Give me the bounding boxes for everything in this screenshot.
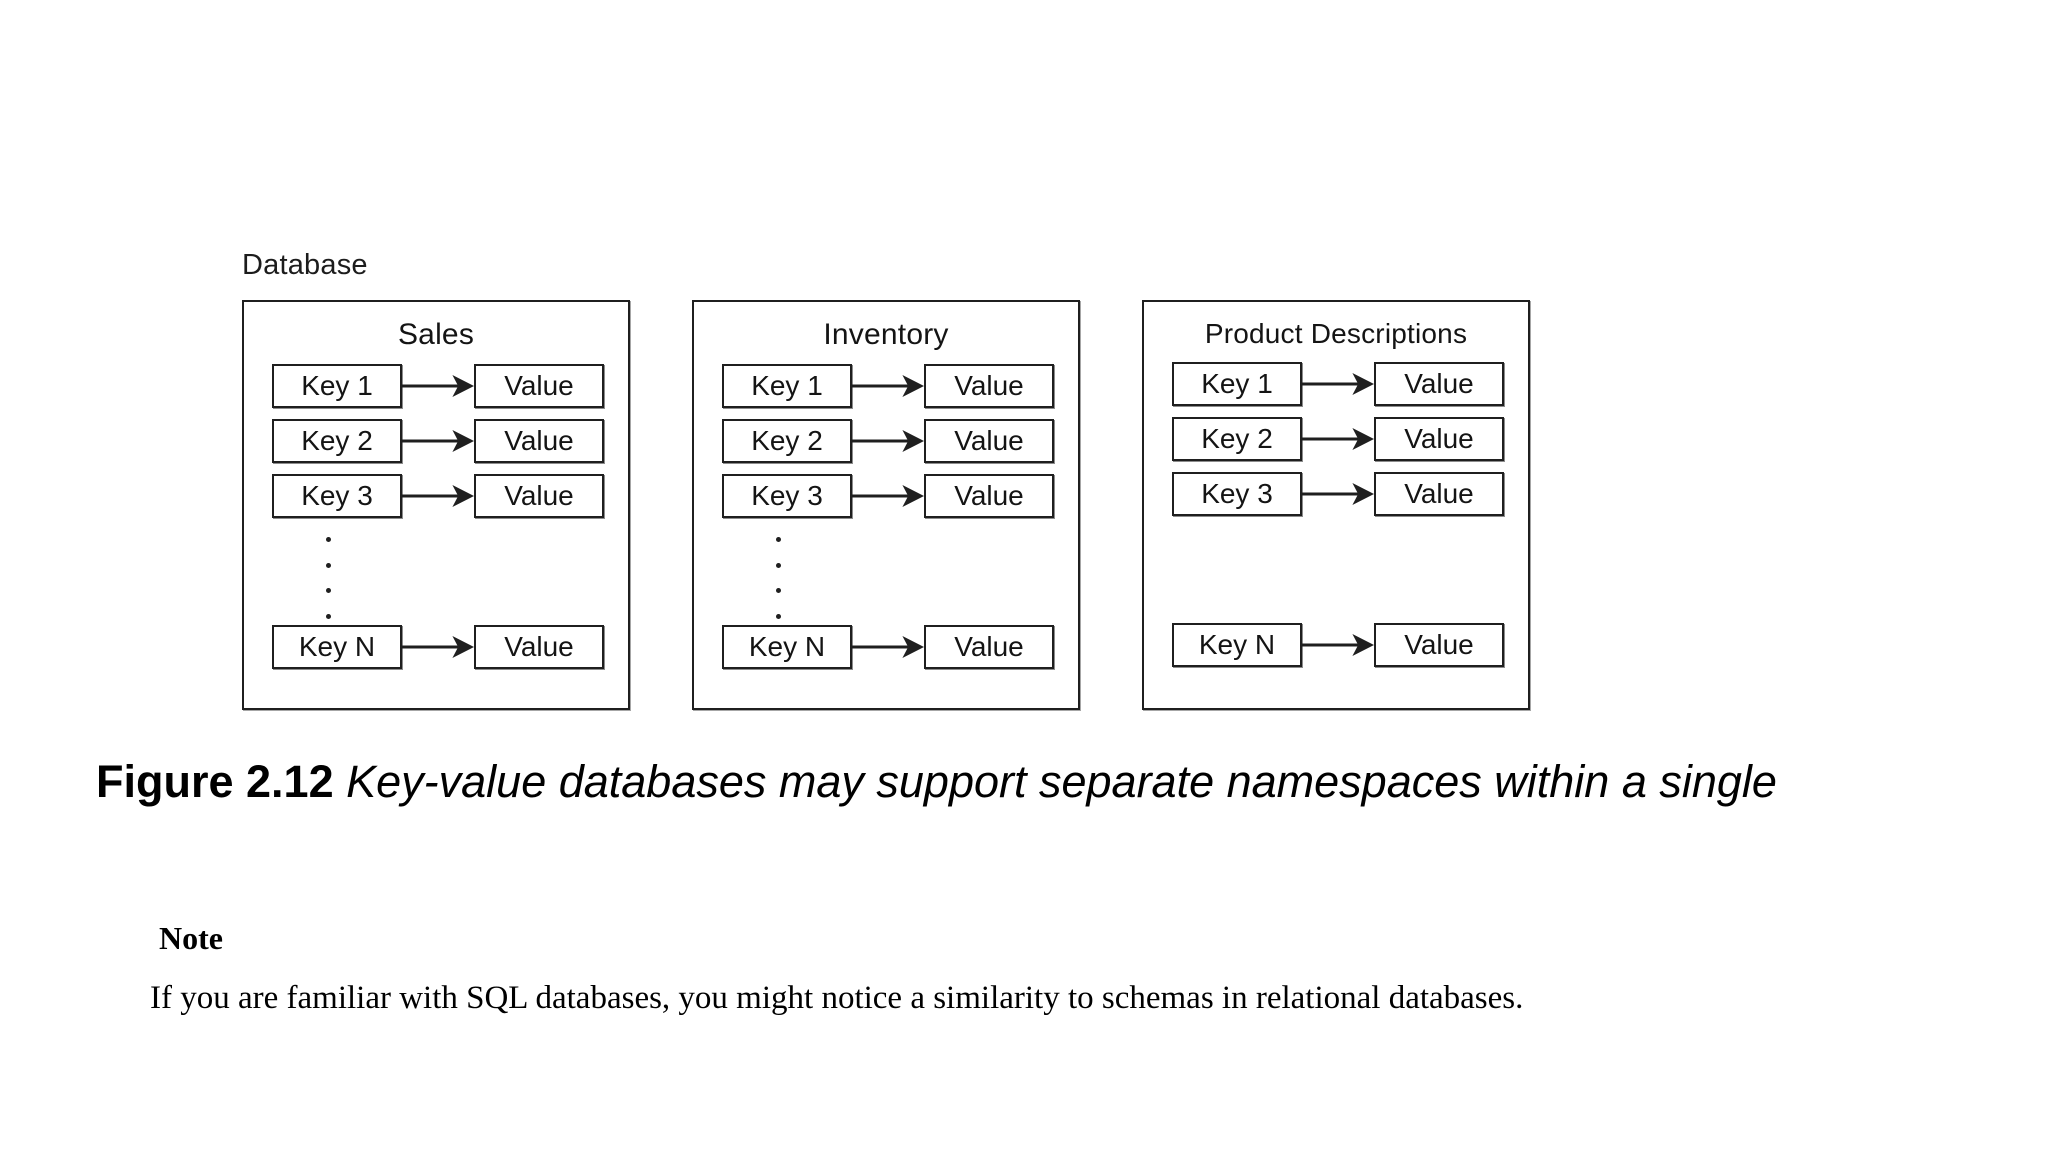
key-value-row: Key 1 Value xyxy=(272,364,604,408)
mapping-arrow-icon xyxy=(852,419,924,463)
value-box: Value xyxy=(474,474,604,518)
mapping-arrow-icon xyxy=(402,625,474,669)
key-box: Key 1 xyxy=(722,364,852,408)
value-box: Value xyxy=(924,419,1054,463)
key-box: Key 3 xyxy=(722,474,852,518)
key-box: Key 2 xyxy=(1172,417,1302,461)
key-value-row: Key N Value xyxy=(1172,623,1504,667)
database-label: Database xyxy=(242,249,368,281)
key-box: Key 2 xyxy=(722,419,852,463)
key-box: Key 2 xyxy=(272,419,402,463)
ellipsis-dot xyxy=(326,562,331,568)
key-value-row: Key 3 Value xyxy=(272,474,604,518)
mapping-arrow-icon xyxy=(852,474,924,518)
mapping-arrow-icon xyxy=(1302,362,1374,406)
value-box: Value xyxy=(1374,417,1504,461)
mapping-arrow-icon xyxy=(1302,623,1374,667)
value-box: Value xyxy=(924,474,1054,518)
ellipsis-dot xyxy=(776,562,781,568)
key-box: Key 1 xyxy=(1172,362,1302,406)
vertical-ellipsis xyxy=(272,529,604,625)
figure-caption: Figure 2.12 Key-value databases may supp… xyxy=(96,756,1886,807)
key-box: Key 3 xyxy=(272,474,402,518)
value-box: Value xyxy=(1374,362,1504,406)
ellipsis-dot xyxy=(776,588,781,594)
key-box: Key N xyxy=(1172,623,1302,667)
value-box: Value xyxy=(474,364,604,408)
key-box: Key N xyxy=(722,625,852,669)
key-box: Key 1 xyxy=(272,364,402,408)
key-box: Key 3 xyxy=(1172,472,1302,516)
mapping-arrow-icon xyxy=(1302,472,1374,516)
value-box: Value xyxy=(1374,472,1504,516)
note-title: Note xyxy=(159,920,223,956)
ellipsis-dot xyxy=(326,588,331,594)
value-box: Value xyxy=(474,625,604,669)
row-spacer xyxy=(1172,527,1504,623)
key-value-row: Key N Value xyxy=(722,625,1054,669)
ellipsis-dot xyxy=(326,613,331,619)
key-value-row: Key 2 Value xyxy=(722,419,1054,463)
mapping-arrow-icon xyxy=(402,474,474,518)
key-value-row: Key 3 Value xyxy=(1172,472,1504,516)
mapping-arrow-icon xyxy=(1302,417,1374,461)
key-value-row: Key 2 Value xyxy=(272,419,604,463)
ellipsis-dot xyxy=(326,537,331,542)
ellipsis-dot xyxy=(776,537,781,542)
key-value-row: Key 2 Value xyxy=(1172,417,1504,461)
mapping-arrow-icon xyxy=(402,419,474,463)
note-block: Note If you are familiar with SQL databa… xyxy=(150,920,1950,1019)
value-box: Value xyxy=(474,419,604,463)
namespace-title: Product Descriptions xyxy=(1204,318,1468,349)
mapping-arrow-icon xyxy=(852,364,924,408)
key-box: Key N xyxy=(272,625,402,669)
namespace-title: Inventory xyxy=(823,318,949,351)
value-box: Value xyxy=(1374,623,1504,667)
value-box: Value xyxy=(924,364,1054,408)
mapping-arrow-icon xyxy=(852,625,924,669)
namespace-title: Sales xyxy=(397,318,475,351)
figure-caption-text: Key-value databases may support separate… xyxy=(346,756,1777,807)
key-value-row: Key 3 Value xyxy=(722,474,1054,518)
ellipsis-dot xyxy=(776,613,781,619)
key-value-row: Key 1 Value xyxy=(1172,362,1504,406)
mapping-arrow-icon xyxy=(402,364,474,408)
key-value-row: Key 1 Value xyxy=(722,364,1054,408)
vertical-ellipsis xyxy=(722,529,1054,625)
note-body-text: If you are familiar with SQL databases, … xyxy=(150,980,1524,1016)
value-box: Value xyxy=(924,625,1054,669)
key-value-row: Key N Value xyxy=(272,625,604,669)
figure-number: Figure 2.12 xyxy=(96,756,334,807)
